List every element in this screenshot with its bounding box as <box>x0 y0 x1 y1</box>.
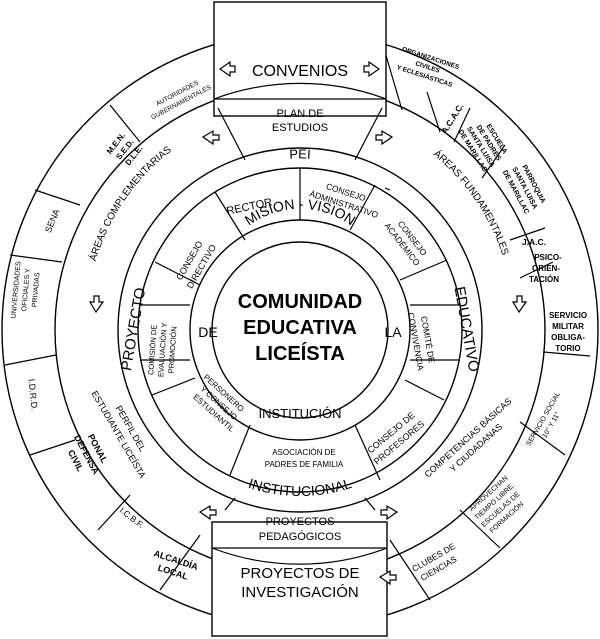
universidades-3: PRIVADAS <box>31 272 41 308</box>
plan-estudios-2: ESTUDIOS <box>272 122 328 134</box>
areas-fundamentales-label: ÁREAS FUNDAMENTALES <box>431 147 510 257</box>
la-label: LA <box>384 324 402 340</box>
servicio-militar-1: SERVICIO <box>549 311 587 320</box>
universidades-2: OFICIALES Y <box>21 268 32 312</box>
organ-dividers <box>140 168 460 481</box>
proyectos-pedagogicos-1: PROYECTOS <box>266 516 335 528</box>
universidades-1: UNIVERSIDADES <box>11 261 23 319</box>
investigacion-1: PROYECTOS DE <box>241 565 360 582</box>
center-line3: LICEÍSTA <box>255 342 345 365</box>
center-line1: COMUNIDAD <box>238 291 362 313</box>
proyectos-pedagogicos-2: PEDAGÓGICOS <box>259 530 342 543</box>
jac-label: J.A.C. <box>522 237 546 247</box>
competencias-1: COMPETENCIAS BÁSICAS <box>422 396 513 479</box>
de-label: DE <box>198 324 217 340</box>
psico-3: TACIÓN <box>529 275 559 284</box>
pei-label: PEI <box>289 146 311 161</box>
psico-2: ORIEN- <box>532 264 560 273</box>
servicio-militar-3: OBLIGA- <box>551 333 585 342</box>
investigacion-box <box>211 521 388 637</box>
institucional-label: INSTITUCIONAL <box>247 475 354 499</box>
investigacion-2: INVESTIGACIÓN <box>241 584 359 601</box>
servicio-militar-4: TORIO <box>555 344 580 353</box>
component-dividers <box>217 107 383 511</box>
core-circle <box>211 241 389 419</box>
asociacion-1: ASOCIACIÓN DE <box>272 448 336 457</box>
proyecto-label: PROYECTO <box>118 286 149 372</box>
comision-1: COMISIÓN DE <box>146 324 158 375</box>
convenios-box <box>213 1 387 117</box>
outer-dividers <box>4 51 591 601</box>
sena-label: SENA <box>43 208 61 234</box>
comision-2: EVALUACIÓN Y <box>156 322 169 377</box>
psico-1: PSICO- <box>534 253 562 262</box>
convenios-label: CONVENIOS <box>252 63 348 80</box>
pei-ring-outer <box>117 147 483 513</box>
center-line2: EDUCATIVA <box>243 317 357 339</box>
comision-3: PROMOCIÓN <box>166 326 178 374</box>
servicio-militar-2: MILITAR <box>552 322 584 331</box>
institucion-label: INSTITUCIÓN <box>258 406 341 421</box>
hollow-arrow-icon <box>88 60 528 586</box>
asociacion-2: PADRES DE FAMILIA <box>265 460 344 469</box>
idrd-label: I.D.R.D. <box>26 378 39 411</box>
plan-estudios-1: PLAN DE <box>276 108 323 120</box>
